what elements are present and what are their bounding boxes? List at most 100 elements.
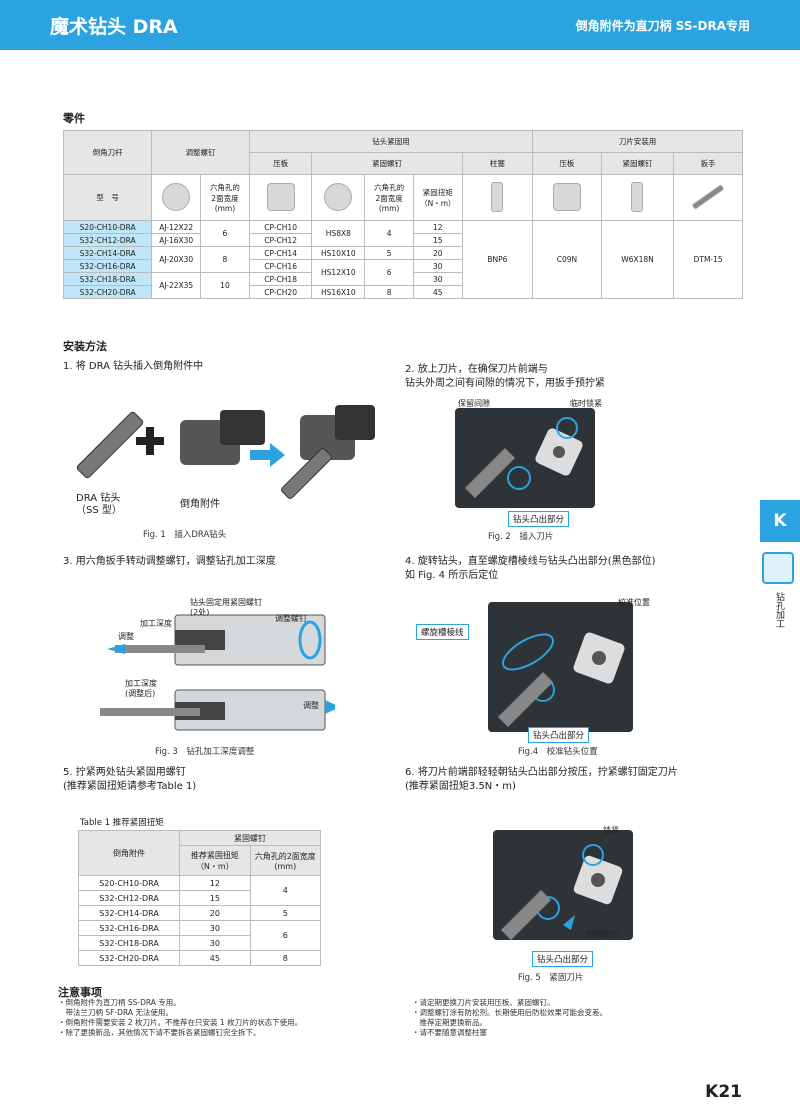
fig-3-caption: Fig. 3 钻孔加工深度调整 [155, 747, 255, 757]
table-cell-cscrew: HS12X10 [311, 259, 366, 286]
table-cell-torque: 30 [412, 259, 463, 273]
table-cell-screw: AJ-12X22 [151, 220, 202, 234]
parts-table: 倒角刀杆 调整螺钉 钻头紧固用 刀片安装用 压板 紧固螺钉 柱塞 压板 紧固螺钉… [62, 130, 743, 299]
table-row-model: S20-CH10-DRA [62, 220, 153, 234]
table-cell-plate: CP-CH10 [248, 220, 313, 234]
table-cell-chex: 6 [364, 259, 414, 286]
table-cell-hex: 6 [200, 220, 250, 247]
table-cell-torque: 12 [412, 220, 463, 234]
table-cell-hex: 4 [249, 875, 322, 906]
fig-5-caption: Fig. 5 紧固刀片 [518, 973, 584, 983]
fig-1-attach-label: 倒角附件 [180, 499, 220, 510]
table-cell-plate: CP-CH12 [248, 233, 313, 247]
fig-5-lock-label: 锁紧 [603, 826, 619, 835]
header-wrench: 扳手 [673, 152, 743, 175]
table-cell-cscrew: HS10X10 [311, 246, 366, 260]
table-row-model: S32-CH20-DRA [77, 950, 181, 966]
fig-2-caption: Fig. 2 插入刀片 [488, 532, 554, 542]
table-cell-torque: 45 [179, 950, 251, 966]
fig-5-press-label: 轻轻按压 [586, 930, 618, 939]
fig-4-flute-label: 螺旋槽棱线 [416, 624, 469, 640]
header-adjust-screw: 调整螺钉 [151, 130, 250, 175]
table-cell-torque: 30 [179, 920, 251, 936]
table-row-model: S32-CH12-DRA [77, 890, 181, 906]
header-plug: 柱塞 [461, 152, 534, 175]
header-model: 型 号 [62, 174, 153, 221]
plug-icon [491, 181, 504, 212]
page-title: 魔术钻头 DRA [50, 16, 178, 38]
plug-image [461, 174, 534, 221]
table-cell-plate: CP-CH14 [248, 246, 313, 260]
insert-plate-icon [552, 182, 581, 211]
install-section-title: 安装方法 [63, 340, 107, 353]
insert-plate-image [532, 174, 602, 221]
header-hex-width: 六角孔的 2面宽度 (mm) [200, 174, 250, 221]
insert-screw-image [600, 174, 675, 221]
fig-1-caption: Fig. 1 插入DRA钻头 [143, 530, 227, 540]
table-cell-torque: 30 [412, 272, 463, 286]
table-1-caption: Table 1 推荐紧固扭矩 [80, 818, 164, 828]
t1-header-torque: 推荐紧固扭矩 （N・m） [179, 845, 251, 876]
table-cell-cscrew: HS8X8 [311, 220, 366, 247]
table-cell-torque: 45 [412, 285, 463, 299]
fig-4-illustration [498, 632, 625, 727]
page-subtitle: 倒角附件为直刀柄 SS-DRA专用 [575, 19, 750, 33]
table-cell-hex: 8 [200, 246, 250, 273]
table-row-model: S32-CH16-DRA [77, 920, 181, 936]
drill-section-icon [762, 552, 794, 584]
table-row-model: S32-CH16-DRA [62, 259, 153, 273]
table-cell-torque: 30 [179, 935, 251, 951]
fig-2-protrusion-label: 钻头凸出部分 [508, 511, 570, 527]
fig-3 [95, 600, 340, 740]
fig-3-adjust-screw-label: 调整螺钉 [275, 614, 307, 623]
fig-4-caption: Fig.4 校准钻头位置 [518, 747, 598, 757]
table-cell-insert-screw: W6X18N [600, 220, 675, 299]
section-tab-k: K [760, 500, 800, 542]
t1-header-screw: 紧固螺钉 [179, 829, 321, 847]
t1-header-holder: 倒角附件 [77, 830, 181, 876]
table-cell-hex: 5 [249, 905, 322, 921]
fig-3-depth-after-label: 加工深度 (调整后) [125, 679, 157, 698]
header-insert-screw: 紧固螺钉 [600, 152, 675, 175]
fig-1 [70, 395, 380, 515]
header-drill-clamp: 钻头紧固用 [248, 130, 534, 153]
table-cell-screw: AJ-22X35 [151, 272, 202, 299]
fig-2 [455, 408, 595, 508]
wrench-icon [691, 184, 725, 210]
step-5-text: 5. 拧紧两处钻头紧固用螺钉 (推荐紧固扭矩请参考Table 1) [63, 767, 197, 792]
table-row-model: S32-CH18-DRA [62, 272, 153, 286]
fig-3-adjust2-label: 调整 [303, 701, 319, 710]
table-cell-chex: 4 [364, 220, 414, 247]
table-cell-torque: 15 [179, 890, 251, 906]
fig-1-illustration [76, 405, 375, 499]
header-insert-plate: 压板 [532, 152, 602, 175]
adjust-screw-icon [162, 182, 191, 211]
table-cell-hex: 10 [200, 272, 250, 299]
header-hex-width-2: 六角孔的 2面宽度 (mm) [364, 174, 414, 221]
header-bar: 魔术钻头 DRA 倒角附件为直刀柄 SS-DRA专用 [0, 0, 800, 50]
step-2-text: 2. 放上刀片，在确保刀片前端与 钻头外周之间有间隙的情况下，用扳手预拧紧 [405, 364, 605, 389]
wrench-image [673, 174, 743, 221]
notes-title: 注意事项 [58, 986, 102, 999]
table-cell-chex: 8 [364, 285, 414, 299]
table-cell-plate: CP-CH18 [248, 272, 313, 286]
table-cell-plate: CP-CH16 [248, 259, 313, 273]
step-1-text: 1. 将 DRA 钻头插入倒角附件中 [63, 361, 204, 372]
insert-screw-icon [631, 181, 644, 212]
table-cell-screw: AJ-16X30 [151, 233, 202, 247]
table-cell-hex: 6 [249, 920, 322, 951]
notes-left: ・倒角附件为直刀柄 SS-DRA 专用。 带法兰刀柄 SF-DRA 无法使用。 … [58, 998, 303, 1037]
fig-5-protrusion-label: 钻头凸出部分 [532, 951, 594, 967]
table-cell-plate: CP-CH20 [248, 285, 313, 299]
table-row-model: S32-CH18-DRA [77, 935, 181, 951]
table-row-model: S20-CH10-DRA [77, 875, 181, 891]
torque-table: 倒角附件 紧固螺钉 推荐紧固扭矩 （N・m） 六角孔的2面宽度 (mm) S20… [77, 829, 322, 966]
section-side-label: 钻孔加工 [774, 592, 784, 628]
header-clamp-screw: 紧固螺钉 [311, 152, 463, 175]
table-row-model: S32-CH20-DRA [62, 285, 153, 299]
fig-2-temp-lock-label: 临时锁紧 [570, 399, 602, 408]
step-3-text: 3. 用六角扳手转动调整螺钉，调整钻孔加工深度 [63, 556, 276, 567]
table-cell-plug: BNP6 [461, 220, 534, 299]
fig-3-depth-label: 加工深度 [140, 619, 172, 628]
step-6-text: 6. 将刀片前端部轻轻朝钻头凸出部分按压，拧紧螺钉固定刀片 (推荐紧固扭矩3.5… [405, 767, 678, 792]
